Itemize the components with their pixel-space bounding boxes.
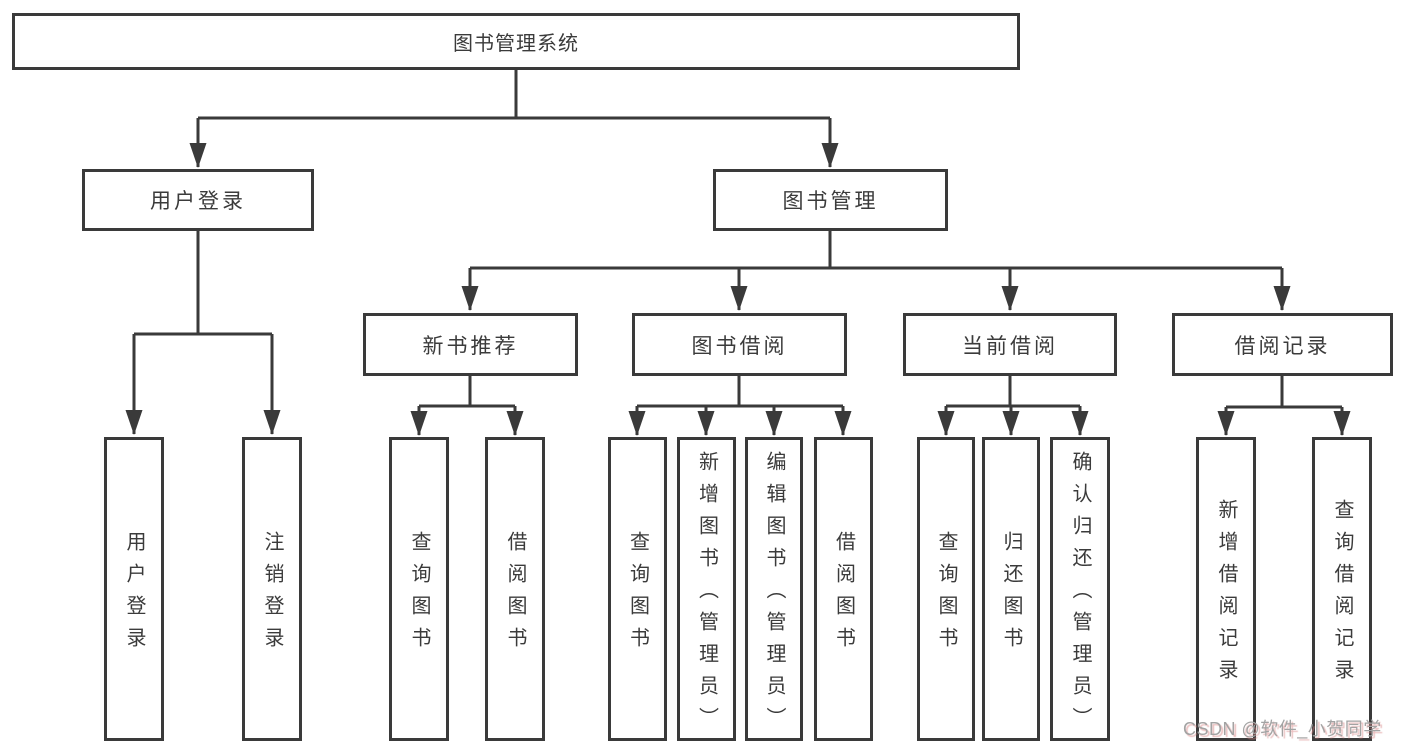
node-label: 图书管理系统 [453, 33, 579, 55]
node-book-borrowing: 图书借阅 [632, 313, 847, 376]
node-label: 新书推荐 [422, 334, 519, 358]
leaf-add-borrow-record: 新增借阅记录 [1196, 437, 1256, 741]
node-label: 借阅图书 [832, 531, 855, 659]
node-label: 查询图书 [935, 531, 957, 659]
node-label: 注销登录 [261, 531, 283, 659]
leaf-recommend-borrow-books: 借阅图书 [485, 437, 545, 741]
node-label: 图书管理 [782, 190, 879, 213]
node-label: 查询借阅记录 [1331, 499, 1353, 691]
leaf-confirm-return-admin: 确认归还（管理员） [1050, 437, 1110, 741]
node-book-management: 图书管理 [713, 169, 948, 231]
node-borrowing-records: 借阅记录 [1172, 313, 1393, 376]
leaf-return-books: 归还图书 [982, 437, 1040, 741]
node-label: 查询图书 [408, 531, 430, 659]
leaf-edit-books-admin: 编辑图书（管理员） [745, 437, 803, 741]
leaf-borrow-books: 借阅图书 [814, 437, 873, 741]
node-label: 新增借阅记录 [1215, 499, 1237, 691]
node-label: 图书借阅 [691, 334, 788, 358]
node-library-management-system: 图书管理系统 [12, 13, 1020, 70]
node-label: 借阅记录 [1234, 334, 1331, 358]
leaf-user-login: 用户登录 [104, 437, 164, 741]
node-label: 确认归还（管理员） [1069, 451, 1091, 739]
leaf-add-books-admin: 新增图书（管理员） [677, 437, 736, 741]
leaf-query-borrow-record: 查询借阅记录 [1312, 437, 1372, 741]
node-current-borrowing: 当前借阅 [903, 313, 1117, 376]
node-label: 用户登录 [123, 531, 145, 659]
node-user-login: 用户登录 [82, 169, 314, 231]
leaf-current-query-books: 查询图书 [917, 437, 975, 741]
leaf-borrow-query-books: 查询图书 [608, 437, 667, 741]
leaf-logout: 注销登录 [242, 437, 302, 741]
node-label: 归还图书 [1000, 531, 1022, 659]
node-label: 当前借阅 [962, 334, 1058, 358]
node-label: 编辑图书（管理员） [763, 451, 785, 739]
node-label: 查询图书 [626, 531, 649, 659]
node-label: 借阅图书 [504, 531, 526, 659]
node-label: 用户登录 [150, 190, 246, 213]
node-label: 新增图书（管理员） [695, 451, 718, 739]
node-new-book-recommendation: 新书推荐 [363, 313, 578, 376]
watermark: CSDN @软件_小贺同学 [1183, 719, 1382, 739]
leaf-recommend-query-books: 查询图书 [389, 437, 449, 741]
